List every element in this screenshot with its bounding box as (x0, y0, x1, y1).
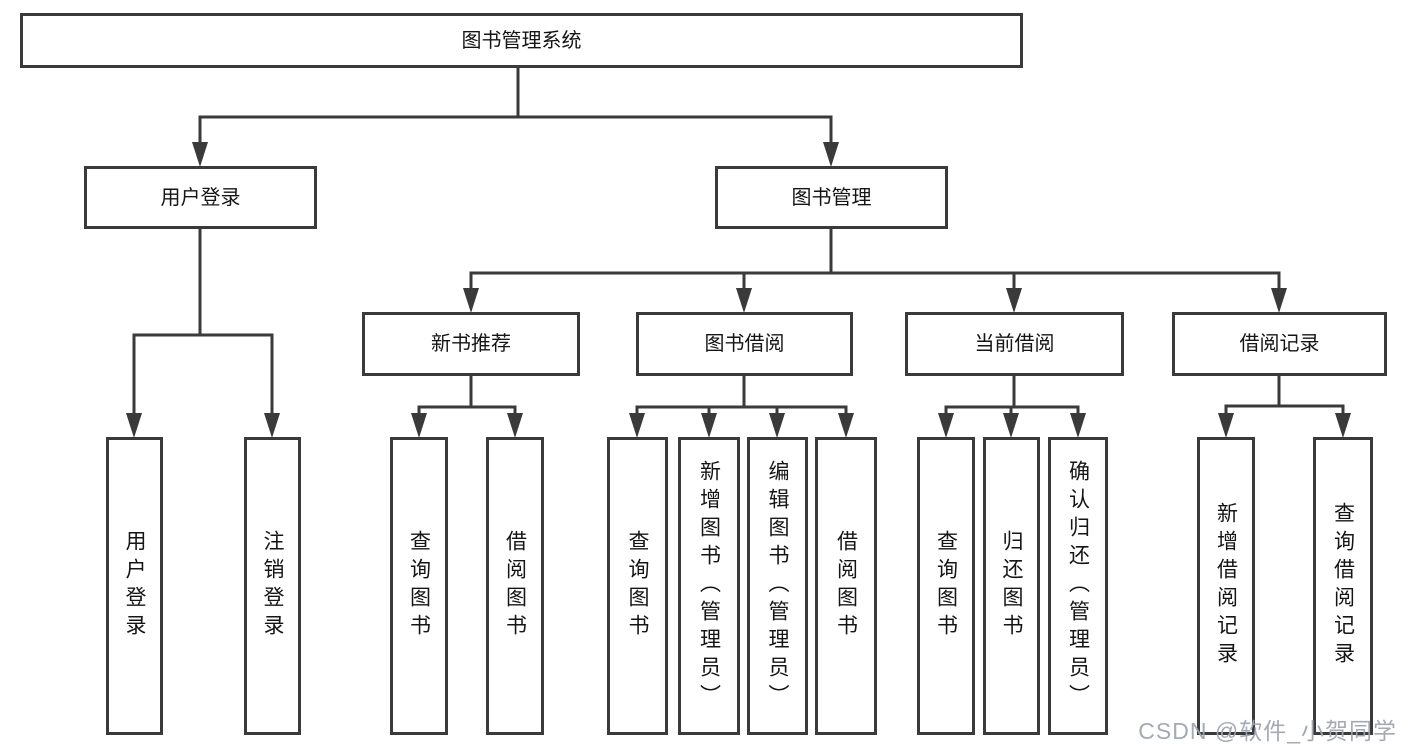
leaf-borrow-books: 借阅图书 (815, 437, 877, 735)
node-borrowing-records: 借阅记录 (1172, 312, 1387, 376)
csdn-watermark: CSDN @软件_小贺同学 (1138, 718, 1397, 744)
leaf-query-books-recommend: 查询图书 (390, 437, 448, 735)
leaf-user-login: 用户登录 (106, 437, 163, 735)
leaf-query-borrow-record: 查询借阅记录 (1313, 437, 1373, 735)
leaf-add-book-admin: 新增图书（管理员） (678, 437, 740, 735)
leaf-query-books-current: 查询图书 (917, 437, 975, 735)
leaf-borrow-books-recommend: 借阅图书 (486, 437, 544, 735)
leaf-query-books-borrow: 查询图书 (607, 437, 668, 735)
node-book-borrowing: 图书借阅 (636, 312, 853, 376)
node-book-management: 图书管理 (715, 166, 948, 229)
node-new-book-recommendation: 新书推荐 (362, 312, 580, 376)
leaf-add-borrow-record: 新增借阅记录 (1197, 437, 1255, 735)
leaf-return-book: 归还图书 (983, 437, 1040, 735)
leaf-edit-book-admin: 编辑图书（管理员） (747, 437, 808, 735)
node-library-management-system: 图书管理系统 (20, 13, 1023, 68)
node-current-borrowing: 当前借阅 (905, 312, 1124, 376)
node-user-login: 用户登录 (84, 166, 317, 229)
leaf-confirm-return-admin: 确认归还（管理员） (1048, 437, 1108, 735)
leaf-logout: 注销登录 (244, 437, 301, 735)
